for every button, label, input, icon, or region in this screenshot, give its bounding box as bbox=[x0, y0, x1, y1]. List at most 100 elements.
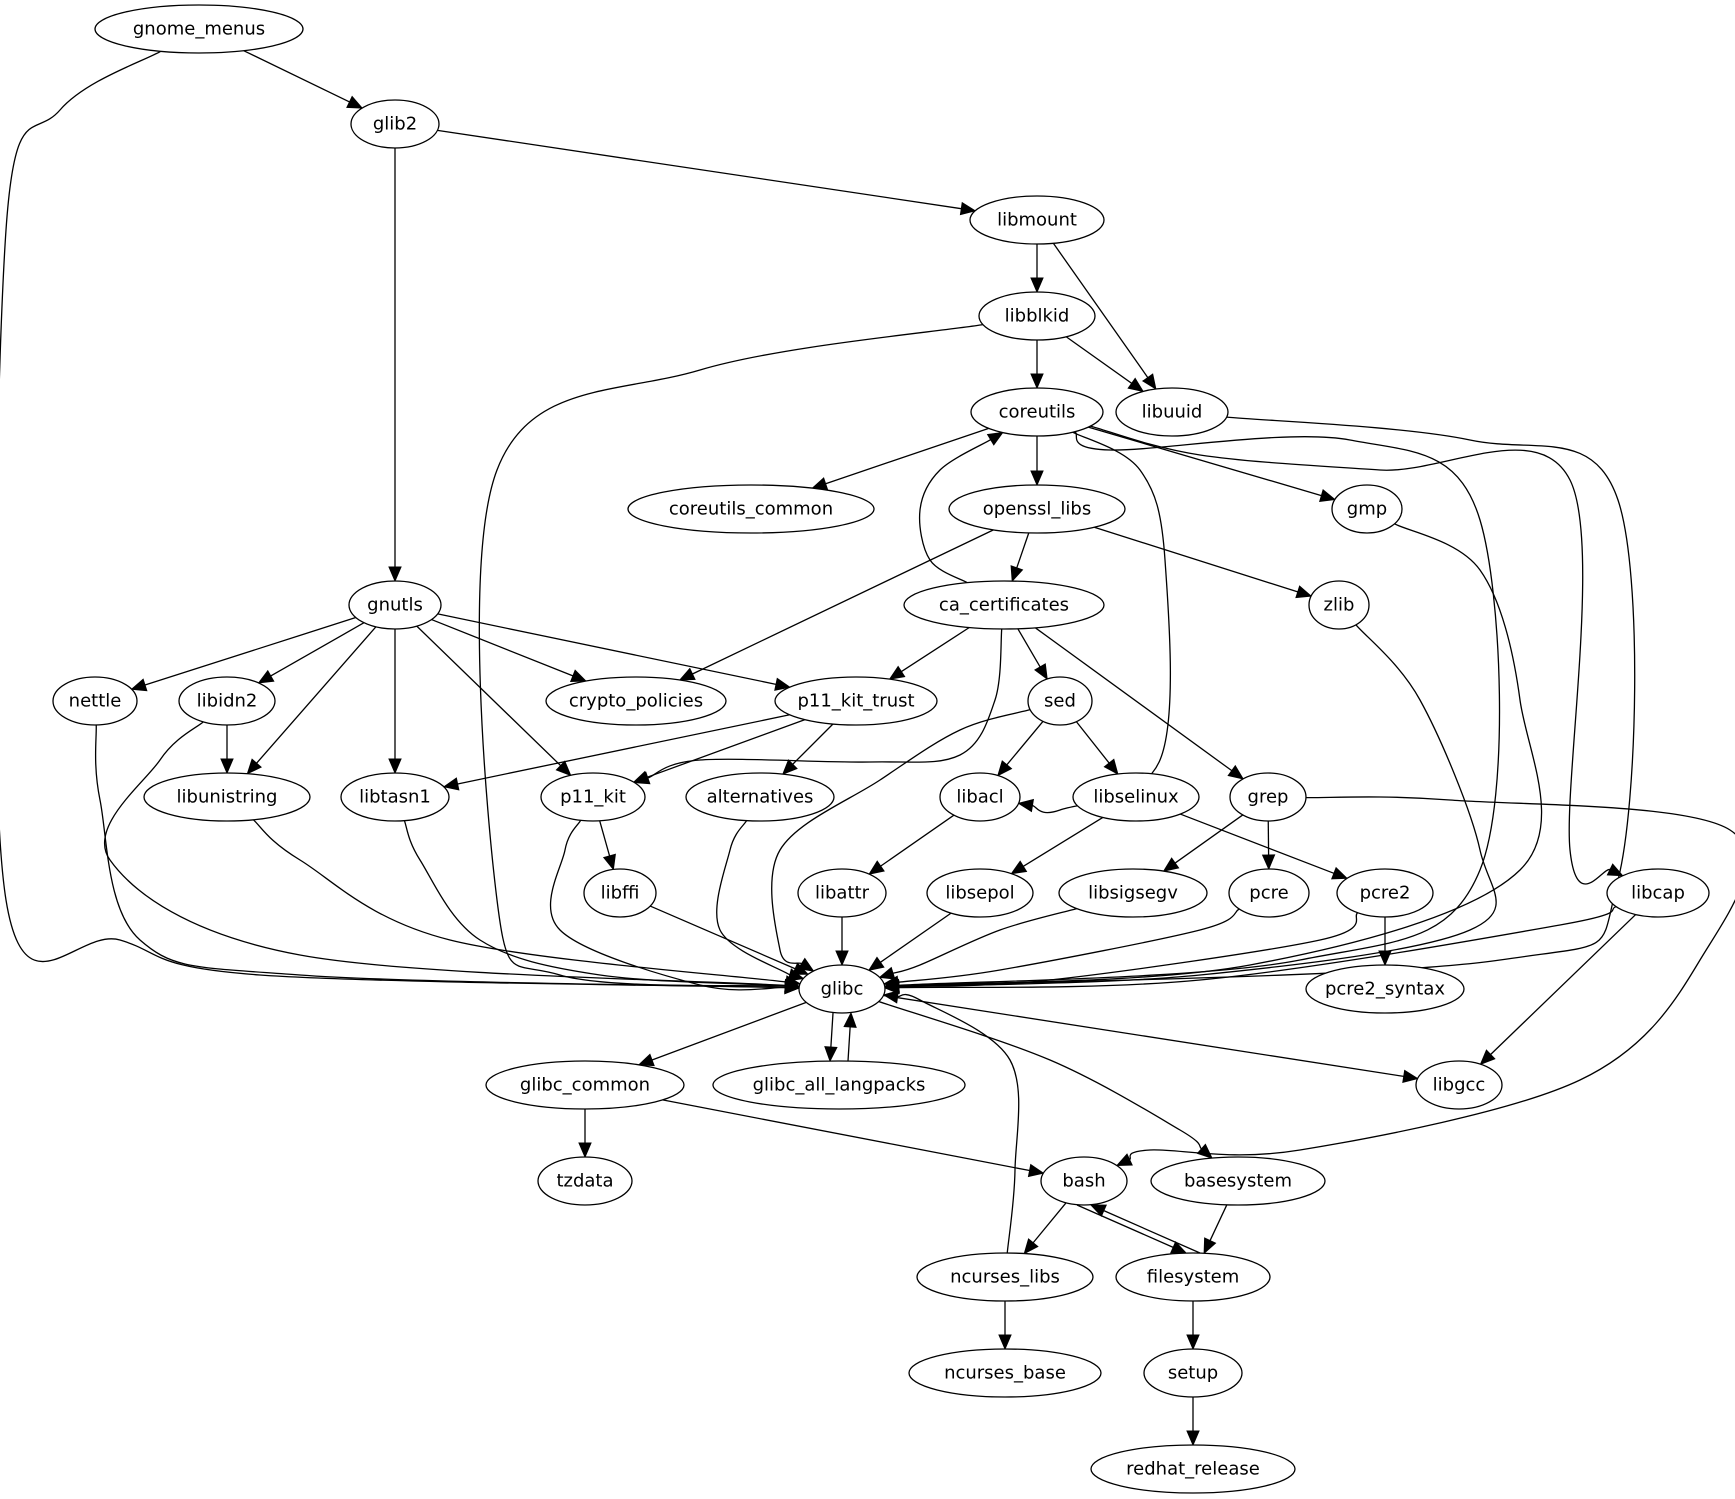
arrowhead-icon bbox=[1115, 1153, 1133, 1167]
node-label: redhat_release bbox=[1126, 1459, 1260, 1480]
node-coreutils_common: coreutils_common bbox=[627, 484, 875, 534]
arrowhead-icon bbox=[388, 758, 402, 775]
edge-grep-to-libsigsegv bbox=[1162, 814, 1244, 872]
node-label: filesystem bbox=[1147, 1267, 1240, 1288]
edge-line bbox=[1017, 628, 1041, 668]
node-ellipse bbox=[1308, 580, 1370, 630]
node-ellipse bbox=[1228, 868, 1310, 918]
node-label: libsigsegv bbox=[1088, 883, 1178, 904]
edge-basesystem-to-filesystem bbox=[1203, 1204, 1228, 1255]
edge-line bbox=[880, 814, 955, 867]
edge-line bbox=[847, 1026, 851, 1062]
arrowhead-icon bbox=[1402, 1069, 1419, 1084]
edge-line bbox=[825, 427, 989, 485]
node-pcre2_syntax: pcre2_syntax bbox=[1305, 964, 1465, 1014]
edge-line bbox=[1075, 721, 1110, 764]
edges-layer bbox=[0, 50, 1735, 1447]
edge-libblkid-to-glibc bbox=[478, 324, 984, 993]
edge-gnutls-to-crypto_policies bbox=[431, 618, 588, 682]
arrowhead-icon bbox=[986, 431, 1004, 446]
arrowhead-icon bbox=[1479, 1049, 1496, 1066]
edge-gnutls-to-libidn2 bbox=[257, 622, 365, 684]
edge-p11_kit_trust-to-libtasn1 bbox=[442, 714, 790, 791]
edge-glib2-to-gnutls bbox=[388, 148, 402, 583]
node-ellipse bbox=[1115, 1252, 1271, 1302]
edge-ncurses_libs-to-ncurses_base bbox=[998, 1301, 1012, 1351]
edge-p11_kit_trust-to-p11_kit bbox=[632, 719, 806, 784]
node-label: gmp bbox=[1347, 499, 1387, 520]
edge-ca_certificates-to-sed bbox=[1017, 628, 1048, 681]
node-ellipse bbox=[178, 676, 276, 726]
edge-line bbox=[1094, 526, 1298, 593]
edge-gnutls-to-p11_kit_trust bbox=[437, 613, 791, 691]
edge-line bbox=[457, 714, 790, 785]
edge-glibc_common-to-bash bbox=[662, 1099, 1045, 1178]
node-label: alternatives bbox=[707, 787, 814, 808]
node-ellipse bbox=[685, 772, 835, 822]
arrowhead-icon bbox=[220, 758, 234, 775]
node-libacl: libacl bbox=[939, 772, 1021, 822]
node-ellipse bbox=[350, 99, 440, 149]
edge-line bbox=[1052, 242, 1149, 378]
node-label: setup bbox=[1168, 1363, 1218, 1384]
arrowhead-icon bbox=[1186, 1334, 1200, 1351]
edge-line bbox=[1032, 1202, 1067, 1244]
arrowhead-icon bbox=[555, 760, 572, 777]
node-label: p11_kit bbox=[560, 787, 626, 808]
arrowhead-icon bbox=[1196, 1143, 1213, 1159]
edge-line bbox=[883, 994, 1404, 1078]
edge-libacl-to-libattr bbox=[868, 814, 955, 875]
node-grep: grep bbox=[1229, 772, 1307, 822]
edge-ca_certificates-to-p11_kit_trust bbox=[888, 626, 970, 680]
edge-line bbox=[0, 50, 786, 989]
edge-line bbox=[901, 626, 970, 673]
node-basesystem: basesystem bbox=[1150, 1156, 1326, 1206]
node-libidn2: libidn2 bbox=[178, 676, 276, 726]
edge-line bbox=[898, 906, 1617, 989]
edge-grep-to-pcre bbox=[1261, 820, 1276, 871]
edge-libidn2-to-libunistring bbox=[220, 725, 234, 775]
node-label: pcre2_syntax bbox=[1325, 979, 1445, 1000]
edge-line bbox=[599, 820, 611, 857]
node-ellipse bbox=[52, 676, 138, 726]
edge-line bbox=[94, 724, 786, 989]
edge-line bbox=[1129, 796, 1735, 1161]
edge-line bbox=[243, 50, 350, 103]
node-glibc: glibc bbox=[798, 964, 886, 1014]
edge-line bbox=[771, 709, 1031, 965]
node-label: p11_kit_trust bbox=[797, 691, 914, 712]
edge-line bbox=[647, 628, 1003, 779]
edge-glib2-to-libmount bbox=[437, 129, 977, 216]
node-ellipse bbox=[1150, 1156, 1326, 1206]
node-ellipse bbox=[712, 1060, 966, 1110]
node-redhat_release: redhat_release bbox=[1090, 1444, 1296, 1494]
node-ca_certificates: ca_certificates bbox=[903, 580, 1105, 630]
node-label: glibc_common bbox=[520, 1075, 650, 1096]
arrowhead-icon bbox=[1141, 373, 1157, 391]
node-label: libmount bbox=[997, 210, 1077, 231]
node-ellipse bbox=[627, 484, 875, 534]
arrowhead-icon bbox=[998, 1334, 1012, 1351]
edge-filesystem-to-bash bbox=[1089, 1204, 1201, 1254]
arrowhead-icon bbox=[882, 990, 899, 1004]
arrowhead-icon bbox=[824, 1046, 838, 1063]
node-ellipse bbox=[348, 580, 442, 630]
edge-libblkid-to-coreutils bbox=[1030, 340, 1044, 390]
edge-filesystem-to-setup bbox=[1186, 1301, 1200, 1351]
node-ellipse bbox=[583, 868, 657, 918]
edge-line bbox=[646, 719, 806, 778]
node-coreutils: coreutils bbox=[970, 387, 1104, 437]
edge-line bbox=[897, 993, 1020, 1254]
arrowhead-icon bbox=[388, 566, 402, 583]
node-ellipse bbox=[143, 772, 311, 822]
edge-glibc-to-basesystem bbox=[878, 1000, 1213, 1159]
node-libffi: libffi bbox=[583, 868, 657, 918]
node-ellipse bbox=[1027, 676, 1093, 726]
node-ncurses_base: ncurses_base bbox=[908, 1348, 1102, 1398]
edge-libffi-to-glibc bbox=[649, 905, 810, 975]
edge-bash-to-ncurses_libs bbox=[1023, 1202, 1067, 1255]
edge-line bbox=[898, 624, 1497, 988]
node-libmount: libmount bbox=[969, 195, 1105, 245]
node-label: libffi bbox=[601, 883, 640, 904]
node-label: bash bbox=[1062, 1171, 1105, 1192]
